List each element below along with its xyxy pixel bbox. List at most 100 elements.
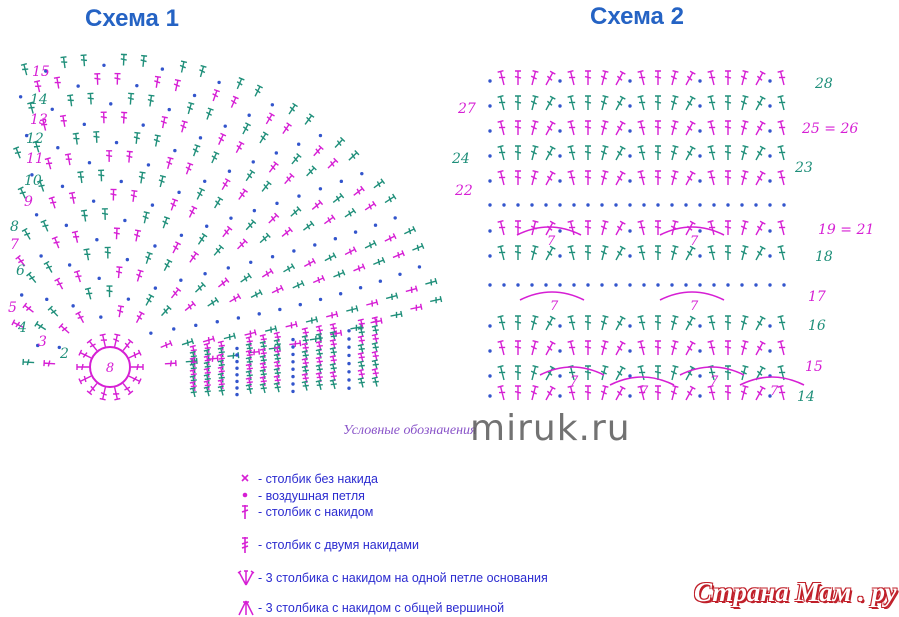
chain-mark bbox=[227, 169, 232, 173]
stitch-mark bbox=[567, 315, 576, 331]
stitch-mark bbox=[584, 170, 592, 185]
chain-mark bbox=[71, 304, 75, 308]
stitch-mark bbox=[222, 225, 233, 238]
stitch-mark bbox=[259, 368, 267, 380]
stitch-mark bbox=[179, 60, 188, 73]
stitch-mark bbox=[245, 356, 253, 367]
chain-mark bbox=[87, 161, 92, 165]
stitch-mark bbox=[654, 70, 662, 85]
stitch-mark bbox=[59, 114, 67, 127]
stitch-mark bbox=[282, 122, 292, 134]
stitch-mark bbox=[78, 375, 92, 385]
stitch-mark bbox=[707, 385, 716, 401]
stitch-mark bbox=[670, 340, 679, 356]
chain-mark bbox=[291, 374, 295, 379]
stitch-mark bbox=[740, 145, 749, 161]
legend-heading: Условные обозначения bbox=[343, 423, 477, 438]
stitch-mark bbox=[584, 315, 592, 330]
stitch-mark bbox=[530, 340, 539, 356]
stitch-mark bbox=[654, 365, 662, 380]
stitch-mark bbox=[685, 245, 696, 261]
stitch-mark bbox=[194, 281, 206, 293]
stitch-mark bbox=[600, 245, 609, 261]
chain-mark bbox=[417, 265, 422, 269]
chain-mark bbox=[698, 229, 702, 233]
chain-mark bbox=[257, 312, 261, 316]
stitch-mark bbox=[291, 153, 302, 165]
stitch-mark bbox=[315, 379, 323, 390]
stitch-mark bbox=[84, 287, 93, 300]
stitch-mark bbox=[654, 95, 662, 110]
stitch-mark bbox=[189, 344, 197, 356]
stitch-mark bbox=[288, 102, 298, 115]
stitch-mark bbox=[514, 70, 522, 85]
stitch-mark bbox=[160, 340, 173, 349]
chain-mark bbox=[109, 102, 113, 106]
stitch-mark bbox=[185, 162, 194, 175]
stitch-mark bbox=[740, 120, 749, 136]
chain-mark bbox=[291, 382, 295, 386]
chain-mark bbox=[198, 136, 203, 140]
chain-mark bbox=[698, 129, 702, 133]
chain-mark bbox=[76, 84, 80, 88]
stitch-mark bbox=[217, 385, 225, 396]
stitch-mark bbox=[755, 170, 766, 186]
chain-mark bbox=[558, 283, 562, 287]
stitch-mark bbox=[75, 310, 85, 323]
chain-mark bbox=[270, 254, 275, 259]
watermark: miruk.ru bbox=[470, 408, 631, 449]
stitch-mark bbox=[600, 365, 609, 381]
stitch-mark bbox=[600, 385, 609, 401]
stitch-mark bbox=[497, 145, 506, 161]
stitch-mark bbox=[271, 284, 284, 294]
stitch-mark bbox=[350, 323, 363, 331]
stitch-mark bbox=[740, 365, 749, 381]
stitch-mark bbox=[248, 348, 261, 356]
chain-mark bbox=[19, 293, 24, 297]
chain-mark bbox=[768, 394, 772, 398]
row-number: 16 bbox=[808, 318, 826, 334]
chain-mark bbox=[670, 283, 674, 287]
chain-mark bbox=[628, 203, 632, 207]
stitch-mark bbox=[740, 95, 749, 111]
stitch-mark bbox=[357, 377, 365, 388]
stitch-mark bbox=[615, 145, 626, 161]
stitch-mark bbox=[724, 245, 732, 260]
chain-mark bbox=[488, 79, 492, 83]
stitch-mark bbox=[364, 200, 377, 211]
chain-mark bbox=[628, 374, 632, 378]
chain-mark bbox=[50, 107, 54, 112]
chain-arch bbox=[539, 366, 605, 376]
stitch-mark bbox=[567, 385, 576, 401]
stitch-mark bbox=[106, 150, 113, 162]
stitch-mark bbox=[384, 193, 397, 204]
chain-mark bbox=[160, 67, 165, 71]
row-number: 4 bbox=[17, 320, 27, 336]
stitch-mark bbox=[545, 70, 556, 86]
stitch-mark bbox=[202, 335, 216, 344]
legend-text: - 3 столбика с накидом на одной петле ос… bbox=[258, 571, 548, 585]
chain-mark bbox=[34, 213, 39, 217]
stitch-mark bbox=[114, 72, 121, 85]
stitch-mark bbox=[545, 245, 556, 261]
chain-mark bbox=[628, 254, 632, 258]
stitch-mark bbox=[371, 350, 379, 361]
stitch-mark bbox=[584, 145, 592, 160]
chain-mark bbox=[530, 283, 534, 287]
stitch-mark bbox=[755, 315, 766, 331]
stitch-mark bbox=[685, 70, 696, 86]
stitch-mark bbox=[106, 285, 113, 298]
stitch-mark bbox=[333, 269, 346, 278]
legend-item: - воздушная петля bbox=[236, 487, 365, 505]
chain-mark bbox=[252, 208, 257, 213]
chain-mark bbox=[172, 327, 176, 331]
stitch-mark bbox=[707, 95, 716, 111]
stitch-mark bbox=[221, 178, 231, 191]
stitch-mark bbox=[67, 94, 74, 107]
stitch-mark bbox=[530, 120, 539, 136]
chain-mark bbox=[628, 324, 632, 328]
stitch-mark bbox=[600, 315, 609, 331]
stitch-mark bbox=[273, 382, 281, 393]
